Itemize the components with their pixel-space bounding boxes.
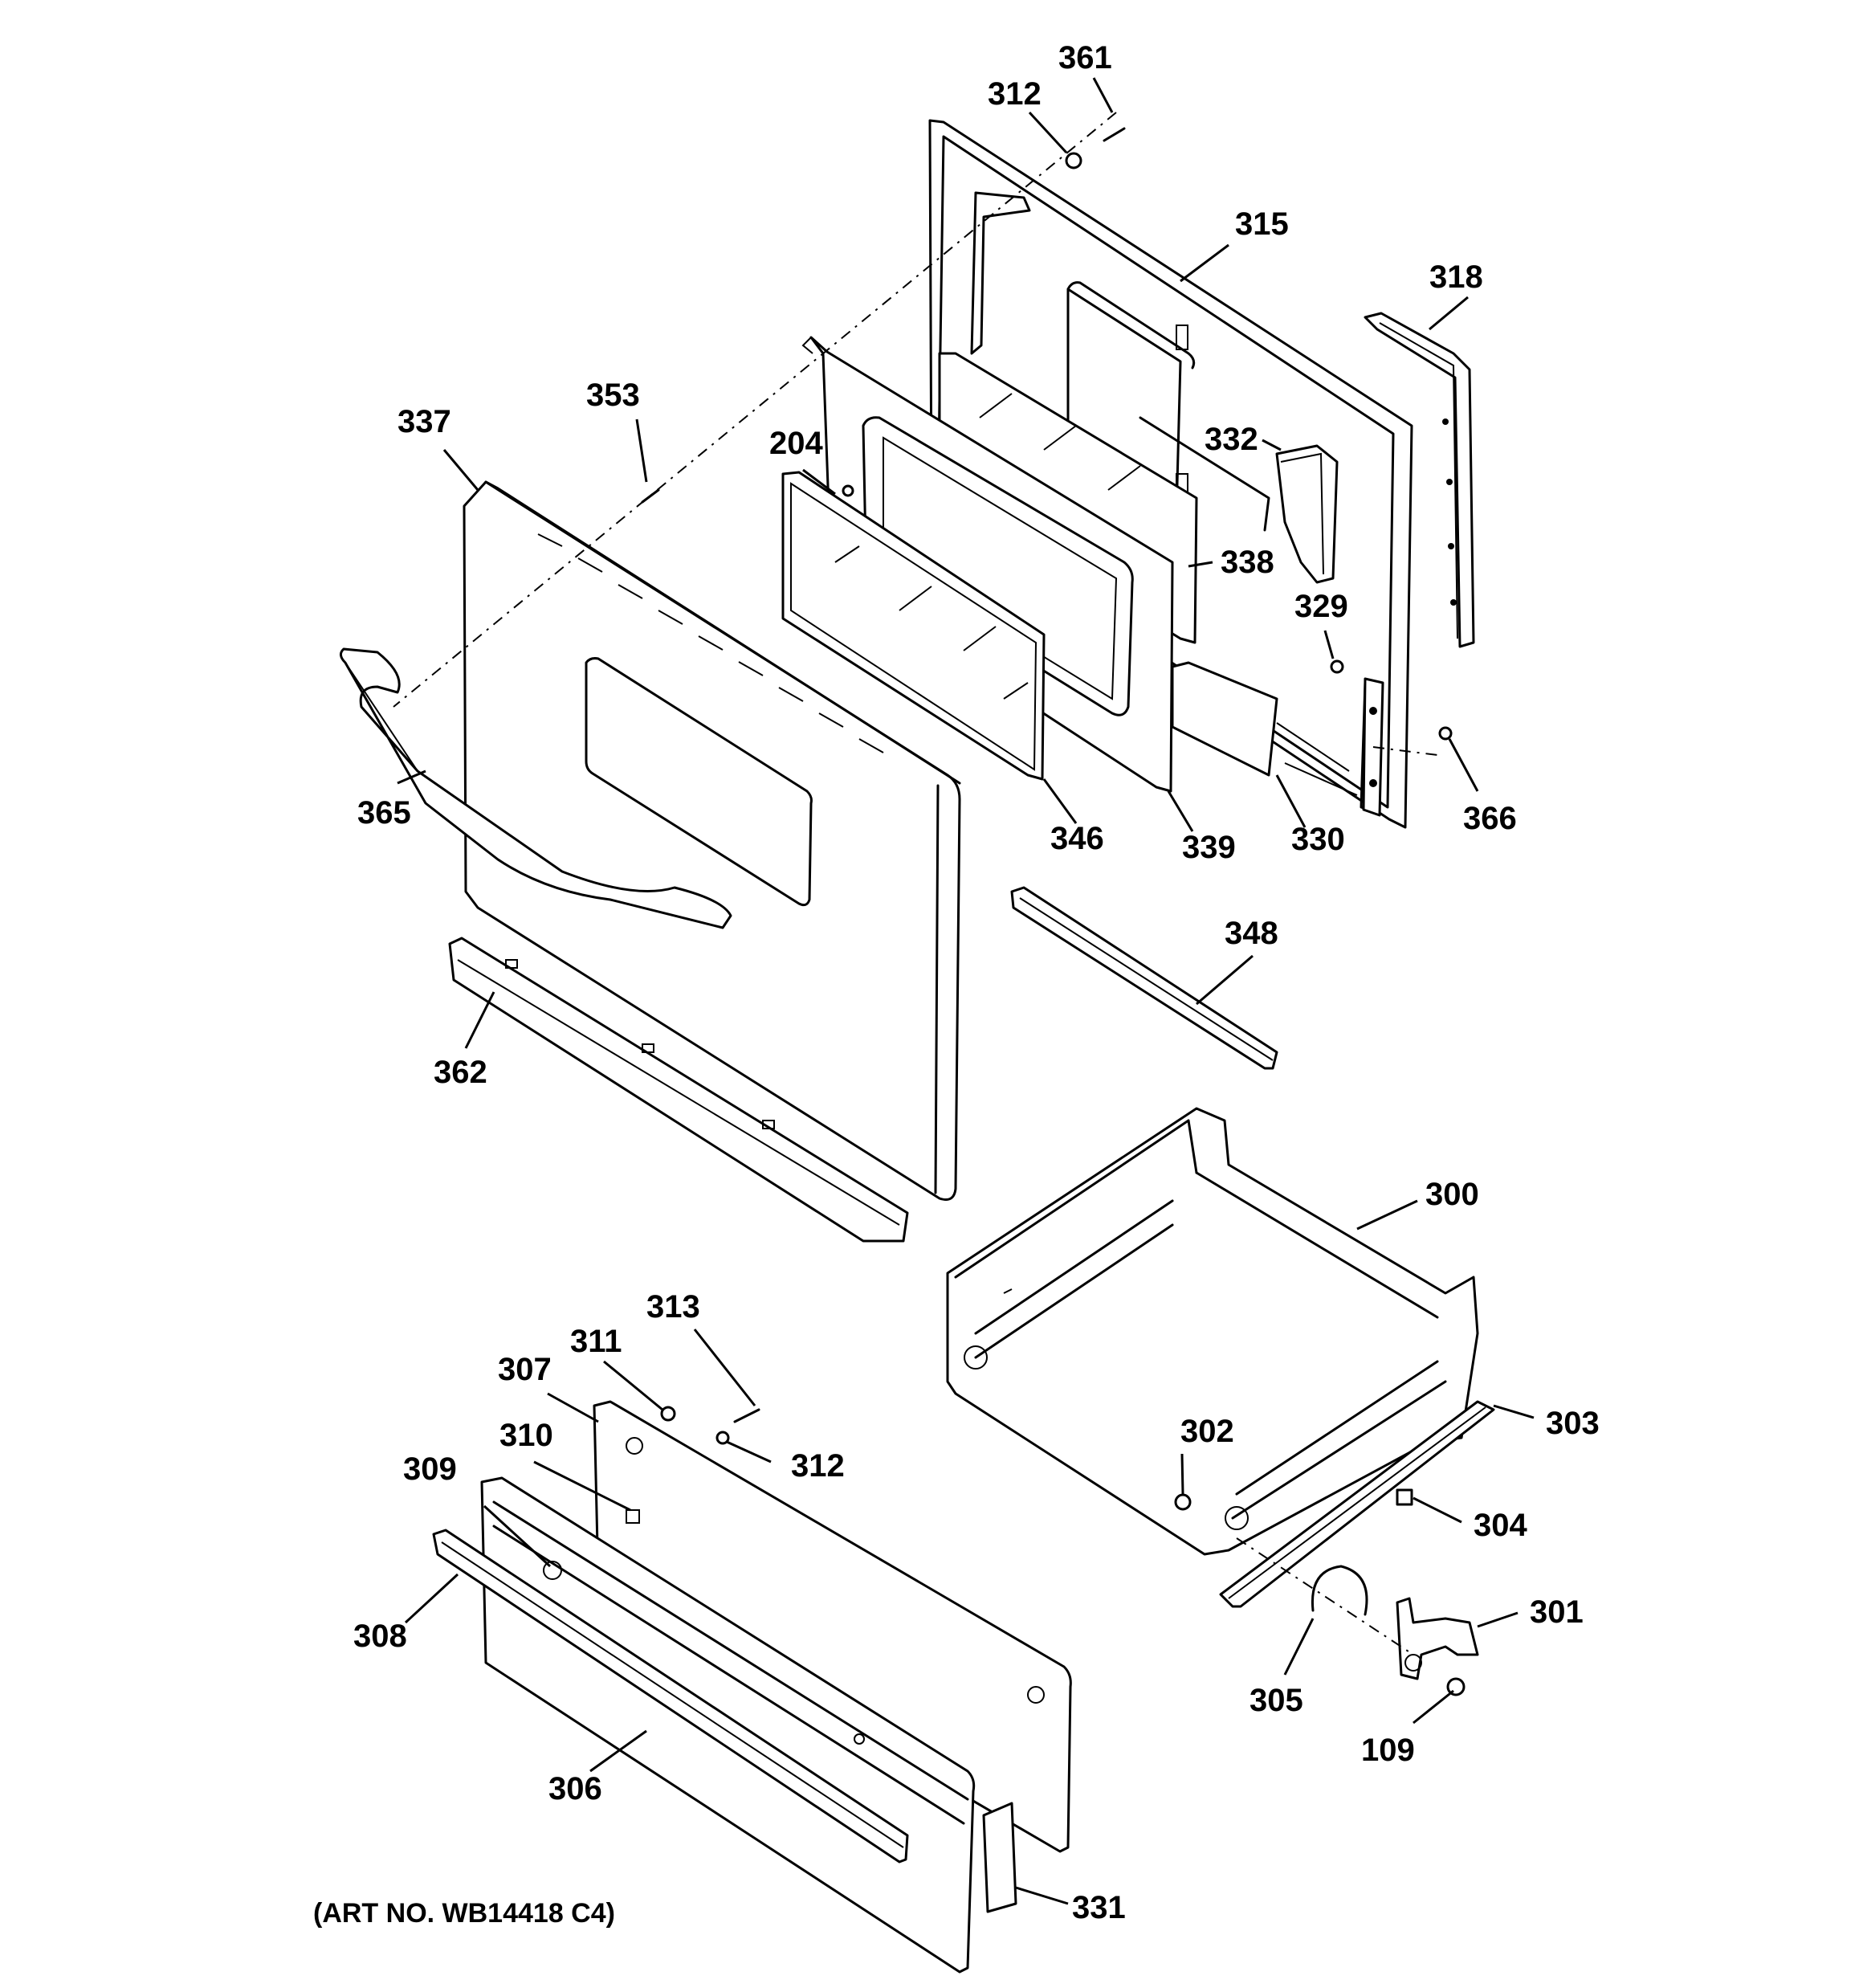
assembly-guide-lines: [393, 112, 1438, 756]
drawer-bracket-part: [1396, 1597, 1479, 1680]
callout-330: 330: [1291, 822, 1345, 857]
callout-338: 338: [1221, 545, 1274, 580]
drawer-panel-back-part: [593, 1400, 1072, 1853]
callout-300: 300: [1425, 1177, 1479, 1212]
outer-door-panel-part: [463, 480, 961, 1201]
drawer-guide-lines: [1236, 1537, 1414, 1655]
callout-362: 362: [434, 1055, 487, 1090]
callout-339: 339: [1182, 830, 1236, 865]
callout-337: 337: [397, 404, 451, 439]
callout-leader-lines: [397, 77, 1535, 1905]
callout-312-top: 312: [988, 76, 1042, 112]
callout-304: 304: [1474, 1508, 1527, 1543]
spring-clip-part: [1311, 1565, 1368, 1616]
callout-332: 332: [1205, 422, 1258, 457]
callout-305: 305: [1249, 1683, 1303, 1718]
callout-303: 303: [1546, 1406, 1600, 1441]
callout-331: 331: [1072, 1890, 1126, 1925]
callout-302: 302: [1180, 1414, 1234, 1449]
callout-204: 204: [769, 426, 823, 461]
drawer-box-part: [946, 1107, 1479, 1556]
callout-313: 313: [646, 1289, 700, 1325]
art-number: (ART NO. WB14418 C4): [313, 1898, 615, 1929]
callout-307: 307: [498, 1352, 552, 1387]
insulation-block-part: [1275, 444, 1339, 584]
slide-roller-part: [1396, 1488, 1413, 1506]
door-side-trim-part: [1364, 312, 1475, 648]
callout-365: 365: [357, 795, 411, 831]
callout-315: 315: [1235, 206, 1289, 242]
callout-353: 353: [586, 378, 640, 413]
callout-366: 366: [1463, 801, 1517, 836]
callout-301: 301: [1530, 1594, 1584, 1630]
door-bottom-trim-part: [448, 937, 909, 1243]
outer-door-glass-part: [781, 471, 1046, 781]
drawer-front-bracket-part: [982, 1802, 1017, 1913]
callout-109: 109: [1361, 1733, 1415, 1768]
callout-309: 309: [403, 1451, 457, 1487]
callout-labels: 361 312 315 318 353 337 204 332 338 329 …: [353, 40, 1600, 1925]
callout-308: 308: [353, 1619, 407, 1654]
door-bottom-rail-part: [1010, 886, 1278, 1070]
door-fasteners: [641, 127, 1453, 741]
callout-348: 348: [1225, 916, 1278, 951]
callout-361: 361: [1058, 40, 1112, 76]
callout-329: 329: [1294, 589, 1348, 624]
drawer-slide-part: [1219, 1400, 1495, 1608]
callout-306: 306: [548, 1771, 602, 1806]
callout-310: 310: [499, 1418, 553, 1453]
drawer-fasteners: [660, 1406, 760, 1445]
callout-311: 311: [570, 1324, 622, 1359]
drawer-handle-part: [432, 1529, 909, 1863]
drawer-stud-part: [1174, 1493, 1192, 1511]
callout-346: 346: [1050, 821, 1104, 856]
door-handle-part: [340, 647, 732, 929]
callout-318: 318: [1429, 259, 1483, 295]
callout-312-bottom: 312: [791, 1448, 845, 1484]
